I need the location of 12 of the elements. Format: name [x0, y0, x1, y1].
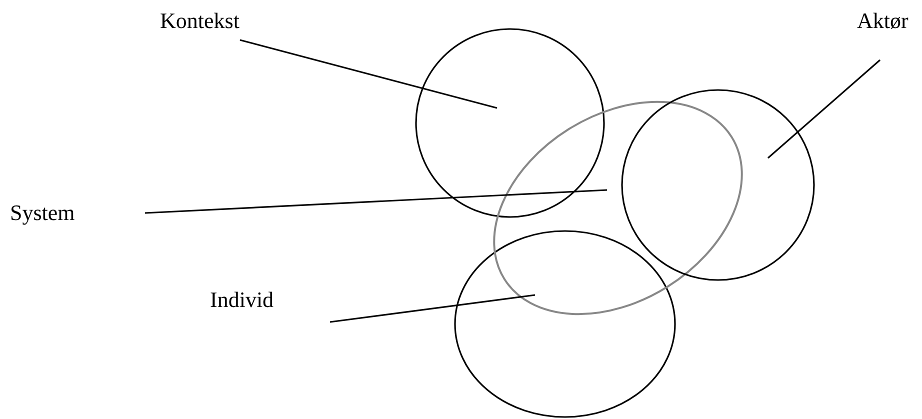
circle-label: Kontekst [160, 8, 240, 34]
circle-label: System [10, 200, 75, 226]
leader-line [240, 39, 498, 109]
leader-line [330, 294, 536, 323]
circle-label: Individ [210, 287, 274, 313]
leader-line [144, 189, 608, 214]
venn-circle [415, 28, 605, 218]
circle-label: Aktør [857, 8, 908, 34]
venn-circle [454, 230, 676, 418]
venn-circle [621, 89, 815, 281]
venn-ellipse [493, 101, 743, 315]
leader-line [767, 59, 881, 159]
